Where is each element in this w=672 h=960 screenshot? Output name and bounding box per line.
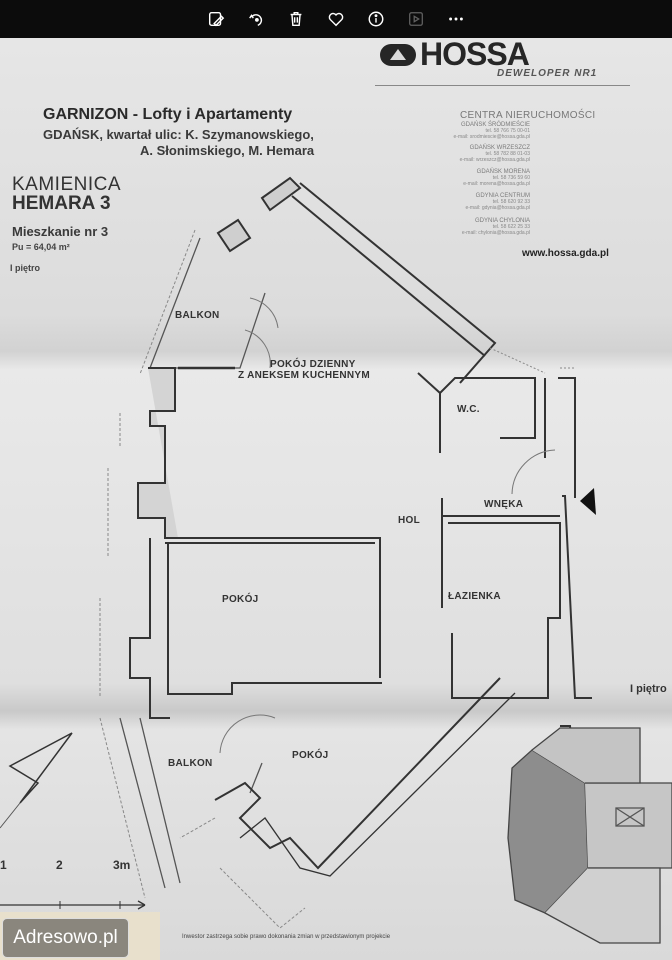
- slideshow-icon: [409, 12, 423, 26]
- scale-tick-1: 1: [0, 858, 7, 872]
- sales-offices-heading: CENTRA NIERUCHOMOŚCI: [460, 110, 596, 121]
- office-entry: GDAŃSK MORENA tel. 58 736 59 60 e-mail: …: [463, 169, 530, 187]
- info-button[interactable]: [356, 4, 396, 34]
- image-viewer-toolbar: [0, 0, 672, 38]
- floor-plan-drawing: [0, 176, 672, 944]
- edit-image-icon: [208, 11, 225, 27]
- floor-plan-photo: HOSSA DEWELOPER NR1 GARNIZON - Lofty i A…: [0, 38, 672, 960]
- watermark: Adresowo.pl: [2, 918, 129, 958]
- room-label-niche: WNĘKA: [484, 499, 524, 510]
- room-label-balcony-top: BALKON: [175, 310, 220, 321]
- floor-label: I piętro: [10, 263, 41, 273]
- room-label-balcony-bottom: BALKON: [168, 758, 213, 769]
- room-label-living-1: POKÓJ DZIENNY: [270, 359, 356, 370]
- heart-icon: [328, 12, 344, 27]
- office-entry: GDYNIA CHYLONIA tel. 58 622 25 33 e-mail…: [461, 218, 530, 236]
- more-icon: [449, 17, 463, 21]
- office-entry: GDAŃSK WRZESZCZ tel. 58 782 88 01-03 e-m…: [459, 145, 530, 163]
- rotate-button[interactable]: [236, 4, 276, 34]
- delete-button[interactable]: [276, 4, 316, 34]
- trash-icon: [290, 11, 302, 27]
- header-divider: [375, 85, 630, 86]
- entrance-arrow-icon: [580, 488, 596, 515]
- info-icon: [368, 11, 384, 27]
- brand-website: www.hossa.gda.pl: [522, 248, 609, 259]
- room-label-bathroom: ŁAZIENKA: [448, 591, 501, 602]
- apartment-area: Pu = 64,04 m²: [12, 242, 70, 252]
- room-label-room-1: POKÓJ: [222, 594, 259, 605]
- hossa-logo: HOSSA: [380, 38, 530, 73]
- office-entry: GDAŃSK ŚRÓDMIEŚCIE tel. 58 766 75 00-01 …: [453, 122, 531, 140]
- building-key-plan: [507, 727, 672, 944]
- apartment-number: Mieszkanie nr 3: [12, 224, 109, 239]
- room-label-room-2: POKÓJ: [292, 750, 329, 761]
- disclaimer-text: Inwestor zastrzega sobie prawo dokonania…: [182, 934, 391, 940]
- building-name-line-2: HEMARA 3: [12, 193, 111, 214]
- scale-tick-2: 2: [56, 858, 63, 872]
- edit-image-button[interactable]: [196, 4, 236, 34]
- project-title: GARNIZON - Lofty i Apartamenty: [43, 106, 293, 123]
- room-label-hall: HOL: [398, 515, 421, 526]
- hossa-logo-mark-icon: [380, 43, 416, 66]
- office-entry: GDYNIA CENTRUM tel. 58 620 92 33 e-mail:…: [465, 193, 530, 211]
- address-line-1: GDAŃSK, kwartał ulic: K. Szymanowskiego,: [43, 127, 314, 142]
- scale-tick-3: 3m: [113, 858, 131, 872]
- slideshow-button[interactable]: [396, 4, 436, 34]
- more-options-button[interactable]: [436, 4, 476, 34]
- key-plan-floor-label: I piętro: [630, 683, 667, 695]
- address-line-2: A. Słonimskiego, M. Hemara: [140, 143, 315, 158]
- brand-tagline: DEWELOPER NR1: [497, 68, 598, 79]
- favorite-button[interactable]: [316, 4, 356, 34]
- building-name-line-1: KAMIENICA: [12, 174, 122, 195]
- room-label-wc: W.C.: [457, 404, 480, 415]
- room-label-living-2: Z ANEKSEM KUCHENNYM: [238, 370, 370, 381]
- rotate-icon: [249, 14, 263, 26]
